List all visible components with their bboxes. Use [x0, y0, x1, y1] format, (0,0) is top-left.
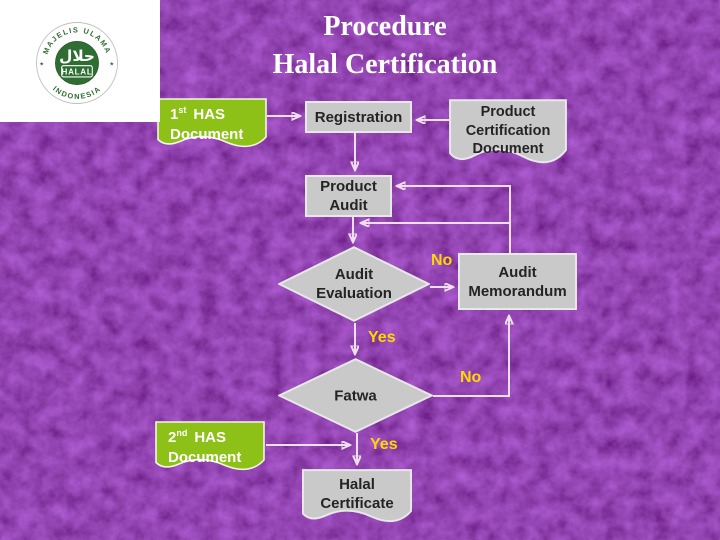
- ordinal-number: 1: [170, 106, 179, 123]
- seal-star-left-icon: ★: [39, 61, 44, 67]
- halal-indonesia-seal-icon: MAJELIS ULAMA INDONESIA ★ ★ حلال HALAL: [36, 22, 118, 104]
- diamond-shape: [278, 246, 430, 322]
- document-shape: [302, 469, 412, 525]
- has-word: HAS: [193, 106, 226, 123]
- node-product-certification-document: Product Certification Document: [449, 99, 567, 167]
- document-shape: [157, 98, 267, 150]
- node-audit-evaluation: Audit Evaluation: [278, 246, 430, 322]
- document-shape: [449, 99, 567, 167]
- ordinal-suffix: st: [178, 105, 187, 115]
- node-label: Audit Memorandum: [468, 263, 567, 300]
- node-1st-has-document: 1st HAS Document: [157, 98, 267, 150]
- connector-fatwa-to-auditmemorandum-no: [433, 316, 509, 397]
- seal-halal-frame: [61, 65, 93, 78]
- node-label: Registration: [314, 108, 403, 126]
- logo-box: MAJELIS ULAMA INDONESIA ★ ★ حلال HALAL: [0, 0, 160, 122]
- label-no-fatwa: No: [460, 369, 482, 386]
- node-label: Fatwa: [334, 387, 377, 404]
- seal-inner-disc: [55, 41, 99, 85]
- node-label: 2nd HAS Document: [168, 428, 241, 468]
- node-halal-certificate: Halal Certificate: [302, 469, 412, 525]
- title-line2: Halal Certification: [272, 49, 498, 80]
- connector-auditmemorandum-to-productaudit: [397, 186, 511, 253]
- node-registration: Registration: [305, 101, 412, 133]
- has-word: HAS: [194, 429, 227, 446]
- label-yes-audit-evaluation: Yes: [368, 329, 396, 346]
- node-fatwa: Fatwa: [278, 358, 433, 433]
- ordinal-suffix: nd: [176, 428, 188, 438]
- seal-halal-text: HALAL: [62, 68, 93, 77]
- ordinal-number: 2: [168, 429, 177, 446]
- document-shape: [155, 421, 265, 473]
- document-word: Document: [170, 126, 244, 143]
- label-yes-fatwa: Yes: [370, 436, 398, 453]
- node-label: Halal Certificate: [320, 476, 394, 512]
- node-label: Audit Evaluation: [316, 266, 392, 302]
- node-label: 1st HAS Document: [170, 105, 243, 145]
- label-no-audit-evaluation: No: [431, 252, 453, 269]
- node-label: Product Certification Document: [465, 104, 551, 157]
- document-word: Document: [168, 449, 242, 466]
- node-product-audit: Product Audit: [305, 175, 392, 217]
- diamond-shape: [278, 358, 433, 433]
- node-2nd-has-document: 2nd HAS Document: [155, 421, 265, 473]
- seal-arabic-text: حلال: [59, 47, 95, 65]
- node-audit-memorandum: Audit Memorandum: [458, 253, 577, 310]
- slide-title: Procedure Halal Certification: [150, 8, 620, 84]
- title-line1: Procedure: [323, 11, 447, 42]
- seal-star-right-icon: ★: [109, 61, 114, 67]
- node-label: Product Audit: [320, 178, 377, 214]
